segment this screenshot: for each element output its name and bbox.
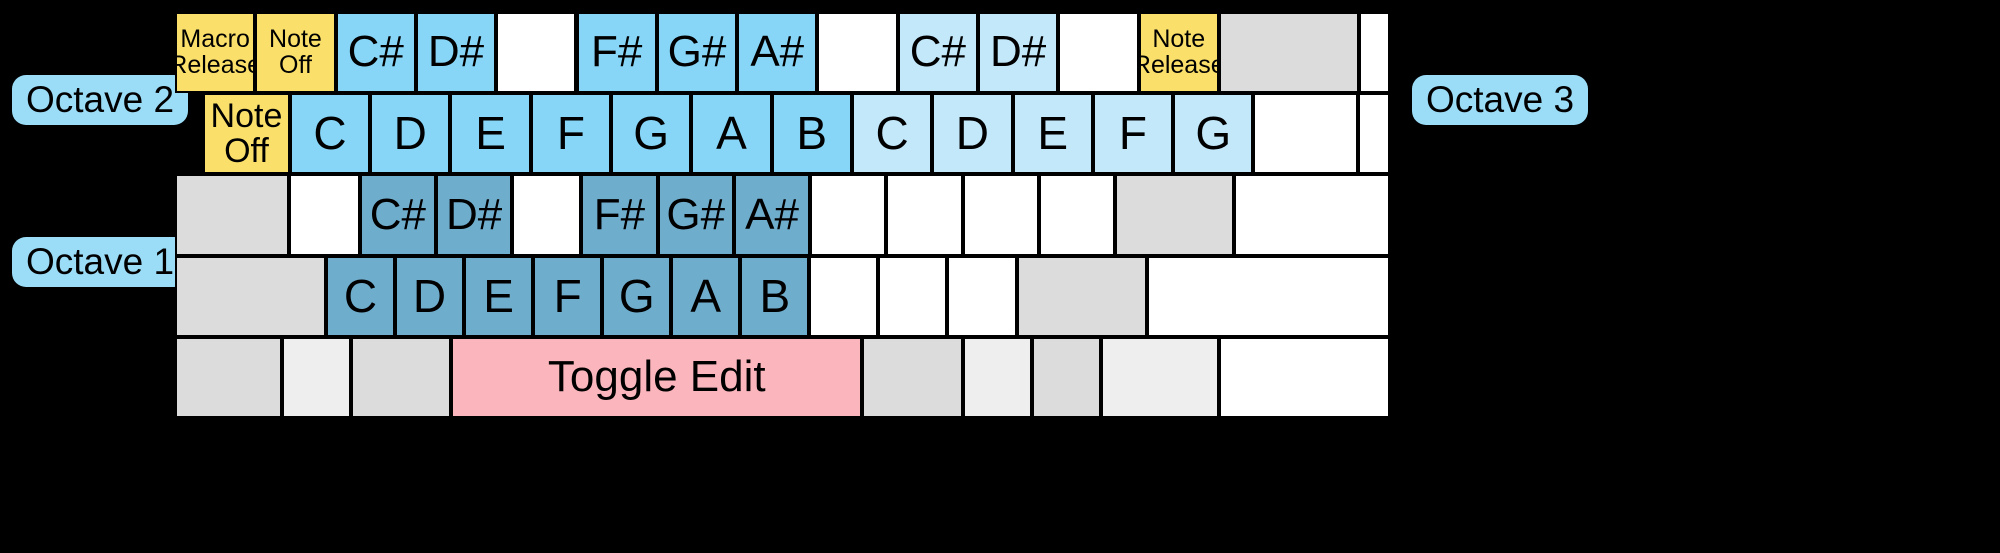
- key-d[interactable]: D: [932, 93, 1013, 175]
- key-blank[interactable]: [817, 12, 898, 94]
- key-blank[interactable]: [1234, 174, 1390, 256]
- key-e[interactable]: E: [464, 255, 534, 337]
- key-blank[interactable]: [175, 336, 282, 418]
- key-f[interactable]: F: [1092, 93, 1174, 175]
- row-asdf: C#D# F#G#A#: [175, 174, 1390, 256]
- key-blank[interactable]: [1100, 336, 1219, 418]
- key-b[interactable]: B: [771, 93, 852, 175]
- key-g[interactable]: G: [611, 93, 692, 175]
- octave-1-badge: Octave 1: [12, 237, 189, 287]
- key-f[interactable]: F: [533, 255, 603, 337]
- key-d-sharp[interactable]: D#: [415, 12, 497, 94]
- key-e[interactable]: E: [1012, 93, 1093, 175]
- row-spacebar: Toggle Edit: [175, 336, 1390, 418]
- key-blank[interactable]: [175, 255, 326, 337]
- key-c[interactable]: C: [851, 93, 933, 175]
- key-g[interactable]: G: [1173, 93, 1254, 175]
- key-a-sharp[interactable]: A#: [733, 174, 811, 256]
- key-e[interactable]: E: [450, 93, 531, 175]
- key-c-sharp[interactable]: C#: [359, 174, 436, 256]
- key-a[interactable]: A: [691, 93, 772, 175]
- key-g[interactable]: G: [602, 255, 672, 337]
- key-g-sharp[interactable]: G#: [657, 174, 734, 256]
- key-blank[interactable]: [496, 12, 577, 94]
- key-blank[interactable]: [810, 174, 887, 256]
- key-note-off[interactable]: Note Off: [203, 93, 290, 175]
- key-blank[interactable]: [289, 174, 360, 256]
- key-macro-release[interactable]: Macro Release: [175, 12, 256, 94]
- key-blank[interactable]: [1115, 174, 1235, 256]
- key-note-off[interactable]: Note Off: [255, 12, 336, 94]
- key-blank[interactable]: [947, 255, 1017, 337]
- key-blank[interactable]: [1016, 255, 1147, 337]
- key-f-sharp[interactable]: F#: [581, 174, 658, 256]
- keyboard-grid: Macro ReleaseNote OffC#D#F#G#A#C#D#Note …: [175, 12, 1390, 418]
- key-blank[interactable]: [878, 255, 948, 337]
- key-blank[interactable]: [1146, 255, 1390, 337]
- key-blank[interactable]: [886, 174, 963, 256]
- key-blank[interactable]: [281, 336, 351, 418]
- key-d-sharp[interactable]: D#: [435, 174, 513, 256]
- octave-3-badge: Octave 3: [1412, 75, 1589, 125]
- key-f-sharp[interactable]: F#: [576, 12, 657, 94]
- key-blank[interactable]: [1031, 336, 1101, 418]
- key-blank[interactable]: [809, 255, 879, 337]
- key-d-sharp[interactable]: D#: [978, 12, 1059, 94]
- key-blank[interactable]: [1359, 12, 1390, 94]
- key-f[interactable]: F: [530, 93, 612, 175]
- key-note-release[interactable]: Note Release: [1138, 12, 1219, 94]
- key-blank[interactable]: [1039, 174, 1116, 256]
- key-blank[interactable]: [1218, 12, 1360, 94]
- key-blank[interactable]: [175, 174, 290, 256]
- row-number-keys: Macro ReleaseNote OffC#D#F#G#A#C#D#Note …: [175, 12, 1390, 94]
- key-a[interactable]: A: [671, 255, 741, 337]
- key-c-sharp[interactable]: C#: [335, 12, 416, 94]
- key-blank[interactable]: [1357, 93, 1390, 175]
- key-blank[interactable]: [1253, 93, 1358, 175]
- key-toggle-edit[interactable]: Toggle Edit: [451, 336, 863, 418]
- key-c[interactable]: C: [325, 255, 395, 337]
- key-d[interactable]: D: [370, 93, 451, 175]
- key-blank[interactable]: [962, 336, 1032, 418]
- key-blank[interactable]: [1218, 336, 1390, 418]
- key-blank[interactable]: [350, 336, 452, 418]
- key-a-sharp[interactable]: A#: [737, 12, 818, 94]
- key-blank[interactable]: [512, 174, 582, 256]
- key-blank[interactable]: [1058, 12, 1139, 94]
- key-c[interactable]: C: [289, 93, 371, 175]
- key-c-sharp[interactable]: C#: [897, 12, 978, 94]
- octave-2-badge: Octave 2: [12, 75, 189, 125]
- key-d[interactable]: D: [395, 255, 465, 337]
- key-blank[interactable]: [862, 336, 963, 418]
- key-g-sharp[interactable]: G#: [656, 12, 738, 94]
- key-b[interactable]: B: [740, 255, 810, 337]
- key-blank[interactable]: [962, 174, 1040, 256]
